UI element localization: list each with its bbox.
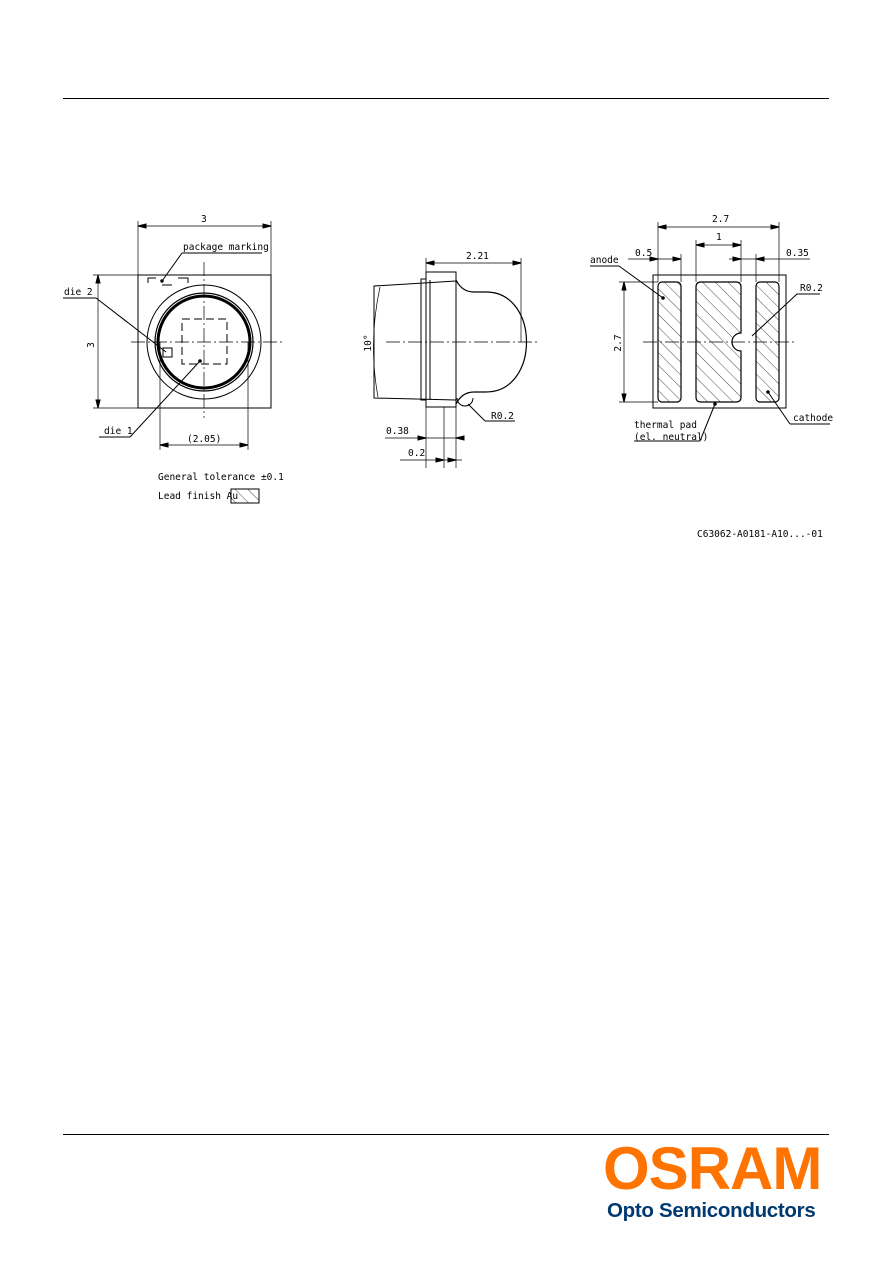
- bottom-height-dim: 2.7: [613, 334, 624, 351]
- bottom-package-outline: [652, 274, 787, 409]
- die1-outline: [181, 318, 228, 365]
- side-radius-label: R0.2: [491, 411, 514, 422]
- side-length-dim: 2.21: [466, 251, 489, 262]
- top-height-dim: 3: [86, 342, 97, 348]
- bottom-view: [590, 222, 830, 442]
- bottom-width-dim: 2.7: [712, 214, 729, 225]
- die2-label: die 2: [64, 287, 93, 298]
- osram-logo-wordmark: OSRAM: [603, 1135, 822, 1202]
- header-rule: [63, 98, 829, 99]
- thermal-width-dim: 1: [716, 232, 722, 243]
- pad-width-dim: 0.5: [635, 248, 652, 259]
- bottom-radius-label: R0.2: [800, 283, 823, 294]
- package-marking-label: package marking: [183, 242, 269, 253]
- lead-finish-note: Lead finish Au: [158, 491, 238, 502]
- thermal-pad-note: (el. neutral): [634, 432, 708, 443]
- tolerance-note: General tolerance ±0.1: [158, 472, 284, 483]
- die2-outline: [162, 347, 173, 358]
- top-view: [63, 221, 282, 450]
- side-angle-dim: 10°: [363, 334, 374, 351]
- drawing-number: C63062-A0181-A10...-01: [697, 529, 823, 540]
- cathode-label: cathode: [793, 413, 833, 424]
- die1-label: die 1: [104, 426, 133, 437]
- side-dim-038: 0.38: [386, 426, 409, 437]
- lens-outer-ring: [146, 284, 262, 400]
- side-dim-02: 0.2: [408, 448, 425, 459]
- package-body-outline: [137, 274, 272, 409]
- lead-finish-hatch-swatch: [230, 488, 260, 504]
- anode-label: anode: [590, 255, 619, 266]
- gap-dim: 0.35: [786, 248, 809, 259]
- thermal-pad-label: thermal pad: [634, 420, 697, 431]
- footer-rule: [63, 1134, 829, 1135]
- side-view: [373, 258, 537, 468]
- ring-dim: (2.05): [187, 434, 221, 445]
- top-width-dim: 3: [201, 214, 207, 225]
- logo-subtitle: Opto Semiconductors: [607, 1199, 816, 1222]
